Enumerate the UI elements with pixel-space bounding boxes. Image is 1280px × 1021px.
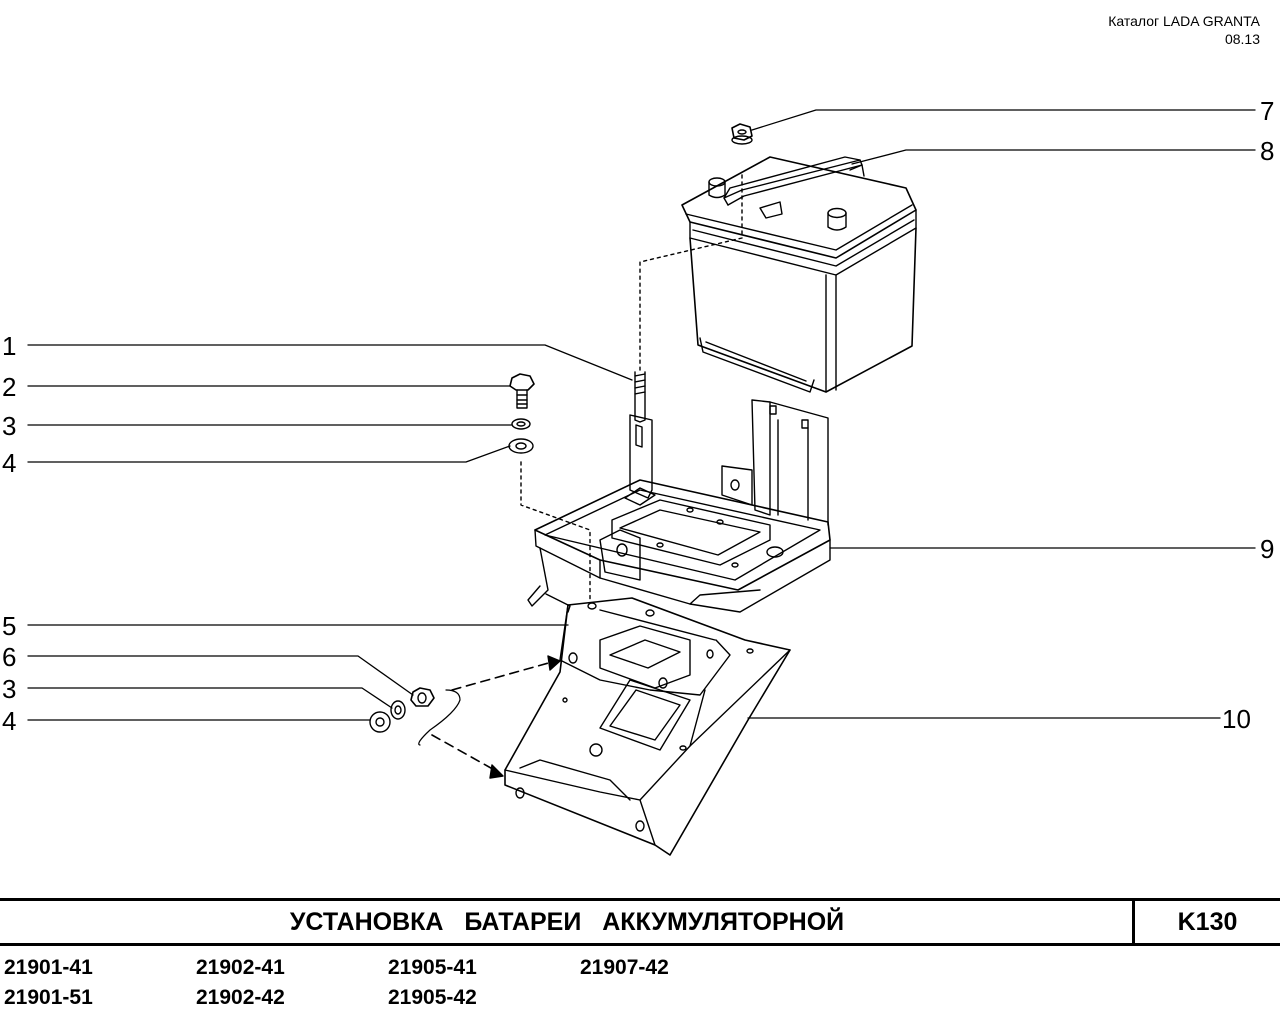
page-title: УСТАНОВКА БАТАРЕИ АККУМУЛЯТОРНОЙ (289, 908, 845, 936)
model-code: 21901-41 (4, 956, 93, 979)
model-code: 21905-42 (388, 986, 477, 1009)
section-code: K130 (1177, 908, 1238, 936)
title-block: УСТАНОВКА БАТАРЕИ АККУМУЛЯТОРНОЙ K130 (0, 898, 1280, 946)
battery-installation-drawing: 1 2 3 4 5 6 3 4 7 8 9 10 (2, 96, 1274, 856)
leader-3b (27, 687, 393, 709)
model-code: 21905-41 (388, 956, 477, 979)
callout-7: 7 (1260, 96, 1274, 126)
flange-nut-illustration (731, 123, 753, 145)
callout-8: 8 (1260, 136, 1274, 166)
callout-5: 5 (2, 611, 16, 641)
lower-fastener-set-illustration (369, 655, 561, 779)
battery-illustration (639, 156, 917, 393)
callout-10: 10 (1222, 704, 1251, 734)
callout-3-upper: 3 (2, 411, 16, 441)
leader-8 (851, 149, 1256, 165)
battery-tray-illustration (527, 399, 831, 613)
callout-6: 6 (2, 642, 16, 672)
model-code: 21901-51 (4, 986, 93, 1009)
bolt-washer-set-illustration (508, 373, 591, 601)
callout-2: 2 (2, 372, 16, 402)
callout-1: 1 (2, 331, 16, 361)
leader-7 (751, 109, 1256, 131)
catalog-header: Каталог LADA GRANTA 08.13 (1108, 12, 1260, 48)
hold-down-rod-illustration (624, 371, 656, 506)
leader-lines (27, 109, 1256, 721)
model-code: 21902-42 (196, 986, 285, 1009)
callout-4-upper: 4 (2, 448, 16, 478)
catalog-name: Каталог LADA GRANTA (1108, 13, 1260, 29)
callout-4-lower: 4 (2, 706, 16, 736)
model-code: 21902-41 (196, 956, 285, 979)
leader-1 (27, 344, 633, 381)
title-divider (1132, 901, 1135, 943)
mounting-bracket-illustration (504, 597, 791, 856)
callout-9: 9 (1260, 534, 1274, 564)
leader-4a (27, 445, 511, 463)
callout-3-lower: 3 (2, 674, 16, 704)
model-code: 21907-42 (580, 956, 669, 979)
leader-6 (27, 655, 414, 696)
catalog-date: 08.13 (1224, 31, 1260, 47)
